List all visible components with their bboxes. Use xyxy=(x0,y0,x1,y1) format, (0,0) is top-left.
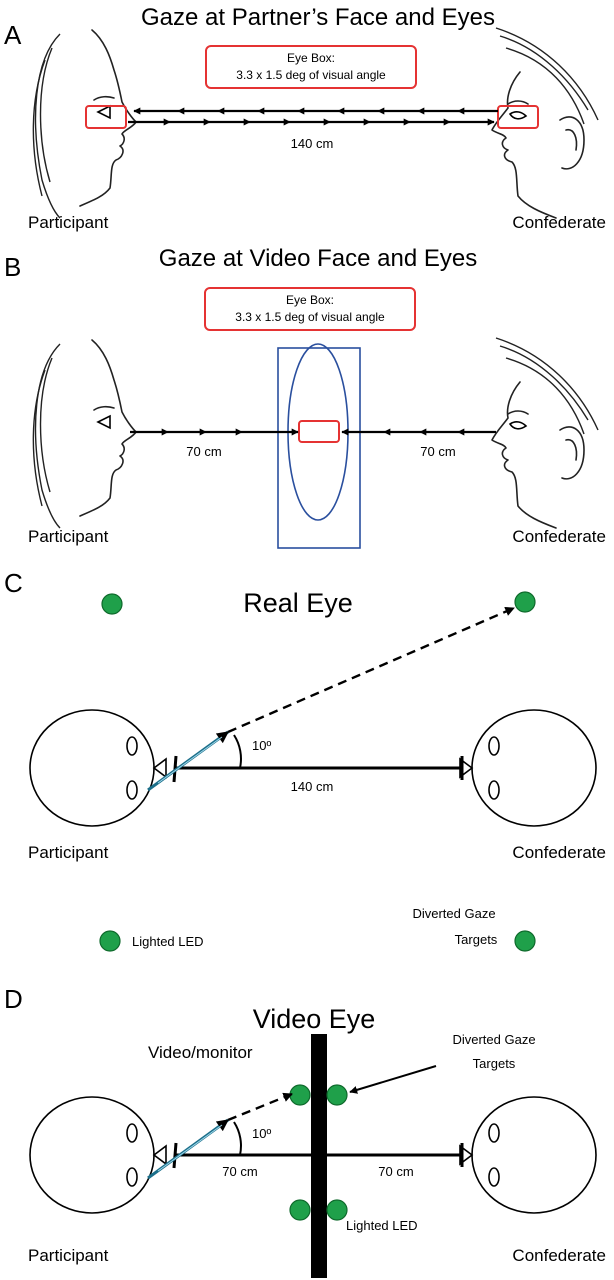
panel-c-confederate-label: Confederate xyxy=(512,843,606,862)
panel-b-confederate-label: Confederate xyxy=(512,527,606,546)
legend-led-marker xyxy=(99,930,121,952)
panel-d-angle: 10º xyxy=(252,1126,271,1141)
legend-targets-line2: Targets xyxy=(455,932,498,947)
panel-d-distance-left: 70 cm xyxy=(222,1164,257,1179)
lighted-led-left xyxy=(289,1199,311,1221)
lighted-led-right xyxy=(326,1199,348,1221)
panel-d-letter: D xyxy=(4,984,23,1014)
legend-targets-marker xyxy=(514,930,536,952)
video-monitor-frame xyxy=(277,347,361,549)
confederate-eyeball xyxy=(459,1096,597,1214)
confederate-eye-box xyxy=(497,105,539,129)
participant-face xyxy=(32,29,137,219)
eye-box-dimensions: 3.3 x 1.5 deg of visual angle xyxy=(235,310,385,324)
diverted-target-top-right xyxy=(514,591,536,613)
targets-pointer-arrow xyxy=(349,1065,437,1094)
panel-b-letter: B xyxy=(4,252,21,282)
led-top-left xyxy=(101,593,123,615)
panel-b-distance-left: 70 cm xyxy=(186,444,221,459)
eye-box-dimensions: 3.3 x 1.5 deg of visual angle xyxy=(236,68,386,82)
targets-label-line1: Diverted Gaze xyxy=(452,1032,535,1047)
panel-c-participant-label: Participant xyxy=(28,843,109,862)
panel-a: A Gaze at Partner’s Face and Eyes Eye Bo… xyxy=(4,4,606,232)
participant-eye-box xyxy=(85,105,127,129)
participant-eyeball xyxy=(29,1096,167,1214)
panel-c-distance: 140 cm xyxy=(291,779,334,794)
panel-d-distance-right: 70 cm xyxy=(378,1164,413,1179)
panel-c-angle: 10º xyxy=(252,738,271,753)
angle-arc xyxy=(233,1121,242,1156)
lighted-led-label: Lighted LED xyxy=(346,1218,418,1233)
diverted-target-right xyxy=(326,1084,348,1106)
panel-d: D Video Eye Video/monitor Diverted Gaze … xyxy=(4,984,606,1278)
participant-eyeball xyxy=(29,709,167,827)
panel-d-participant-label: Participant xyxy=(28,1246,109,1265)
legend-targets-line1: Diverted Gaze xyxy=(412,906,495,921)
panel-c-letter: C xyxy=(4,568,23,598)
gaze-highlight xyxy=(157,1124,223,1172)
targets-label-line2: Targets xyxy=(473,1056,516,1071)
confederate-eyeball xyxy=(459,709,597,827)
angle-arc xyxy=(233,734,242,769)
eye-box-title: Eye Box: xyxy=(287,51,335,65)
gaze-highlight xyxy=(157,736,223,784)
diverted-gaze-path xyxy=(227,1092,293,1122)
panel-d-title: Video Eye xyxy=(253,1004,376,1034)
panel-b: B Gaze at Video Face and Eyes Eye Box: 3… xyxy=(4,245,606,549)
panel-d-confederate-label: Confederate xyxy=(512,1246,606,1265)
diverted-target-left xyxy=(289,1084,311,1106)
participant-tick xyxy=(172,1142,178,1169)
participant-face xyxy=(32,339,137,529)
eye-box-title: Eye Box: xyxy=(286,293,334,307)
panel-a-letter: A xyxy=(4,20,22,50)
video-eye-box xyxy=(298,420,340,443)
eye-box-note xyxy=(204,287,416,331)
eye-box-note xyxy=(205,45,417,89)
panel-c: C Real Eye 10º 140 cm Participant Confed… xyxy=(4,568,606,952)
panel-a-confederate-label: Confederate xyxy=(512,213,606,232)
panel-a-participant-label: Participant xyxy=(28,213,109,232)
confederate-face xyxy=(491,27,599,219)
panel-b-distance-right: 70 cm xyxy=(420,444,455,459)
monitor-label: Video/monitor xyxy=(148,1043,253,1062)
panel-b-title: Gaze at Video Face and Eyes xyxy=(159,245,477,272)
panel-b-participant-label: Participant xyxy=(28,527,109,546)
panel-a-distance: 140 cm xyxy=(291,136,334,151)
confederate-face xyxy=(491,337,599,529)
panel-a-title: Gaze at Partner’s Face and Eyes xyxy=(141,4,495,31)
diverted-gaze-path xyxy=(227,606,515,734)
legend-led-label: Lighted LED xyxy=(132,934,204,949)
panel-c-title: Real Eye xyxy=(243,588,353,618)
